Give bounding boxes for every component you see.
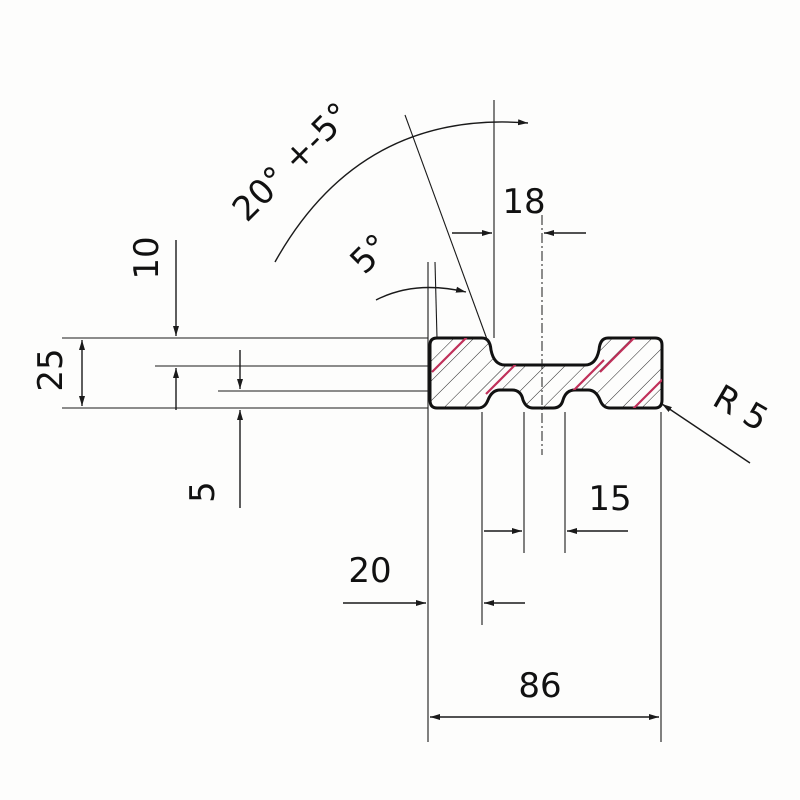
dim-label-25: 25: [31, 348, 71, 391]
draft-line: [404, 114, 489, 343]
dim-label-18: 18: [502, 182, 545, 222]
radius-label: R 5: [706, 377, 775, 440]
radius-leader: [661, 403, 751, 464]
angle-label-20: 20° +-5°: [225, 95, 360, 230]
small-angle-line: [434, 261, 438, 339]
dim-label-20: 20: [348, 551, 391, 591]
hatch-accents: [431, 338, 662, 408]
dim-label-10: 10: [127, 236, 167, 279]
dim-label-5: 5: [183, 481, 223, 503]
angle-arc-20: [274, 119, 529, 263]
angle-label-5: 5°: [342, 226, 398, 282]
dim-label-15: 15: [588, 479, 631, 519]
profile-section: [428, 336, 664, 410]
angle-arc-5: [375, 286, 467, 301]
dim-label-86: 86: [518, 666, 561, 706]
